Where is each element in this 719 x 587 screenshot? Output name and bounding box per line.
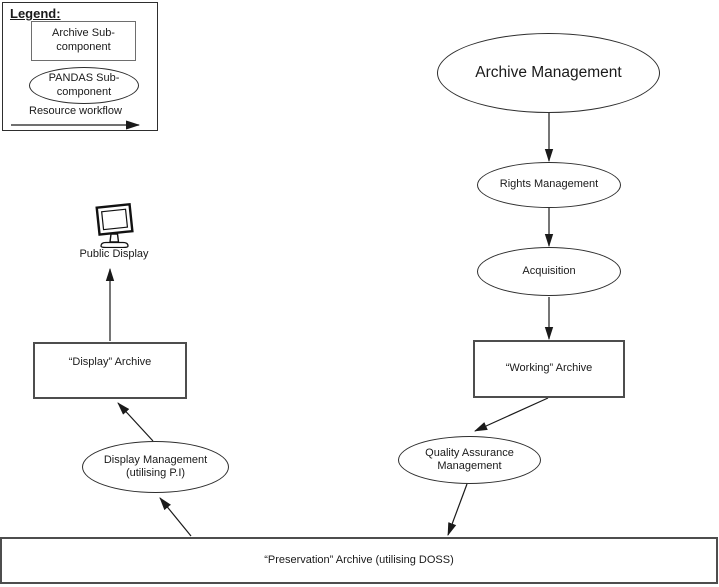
node-working-archive-label: “Working” Archive <box>505 362 593 375</box>
monitor-icon <box>95 202 134 248</box>
node-archive-management-label: Archive Management <box>475 63 622 81</box>
node-acquisition-label: Acquisition <box>522 264 576 277</box>
node-working-archive: “Working” Archive <box>473 340 625 398</box>
legend-archive-subcomponent-sample: Archive Sub-component <box>31 21 136 61</box>
legend-pandas-subcomponent-sample: PANDAS Sub-component <box>29 67 139 104</box>
legend-box: Legend: Archive Sub-component PANDAS Sub… <box>2 2 158 131</box>
legend-title: Legend: <box>10 6 61 21</box>
node-display-archive: “Display” Archive <box>33 342 187 399</box>
arrow-working-archive-to-quality-assurance <box>474 397 549 432</box>
arrow-quality-assurance-to-preservation-archive <box>447 483 468 536</box>
legend-resource-workflow-label: Resource workflow <box>29 105 122 117</box>
node-rights-management: Rights Management <box>477 162 621 208</box>
node-rights-management-label: Rights Management <box>499 178 599 191</box>
node-quality-assurance-management-label: Quality Assurance Management <box>425 446 514 472</box>
node-acquisition: Acquisition <box>477 247 621 296</box>
node-display-management-label: Display Management (utilising P.I) <box>103 453 208 479</box>
node-preservation-archive-label: “Preservation” Archive (utilising DOSS) <box>264 553 454 566</box>
legend-pandas-subcomponent-label: PANDAS Sub-component <box>48 72 120 98</box>
node-quality-assurance-management: Quality Assurance Management <box>398 436 541 484</box>
arrow-preservation-archive-to-display-management <box>159 497 192 537</box>
node-display-archive-label: “Display” Archive <box>68 355 152 368</box>
legend-resource-workflow-arrow <box>11 120 141 130</box>
node-display-management: Display Management (utilising P.I) <box>82 441 229 493</box>
legend-archive-subcomponent-label: Archive Sub-component <box>52 27 115 53</box>
node-archive-management: Archive Management <box>437 33 660 113</box>
node-preservation-archive: “Preservation” Archive (utilising DOSS) <box>0 537 718 584</box>
node-public-display-label: Public Display <box>79 248 149 260</box>
arrow-display-management-to-display-archive <box>117 402 154 442</box>
